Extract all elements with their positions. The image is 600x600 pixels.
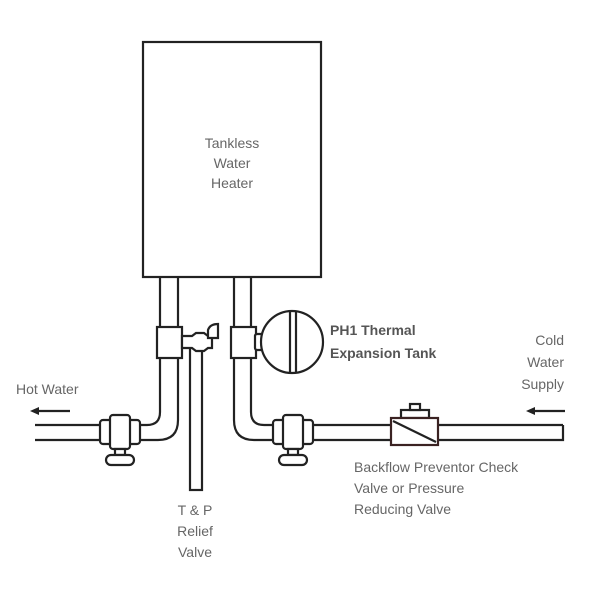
relief-label-2: Relief [177,523,213,539]
heater-label-1: Tankless [205,135,259,151]
cold-label-1: Cold [535,332,564,348]
hot-pipe-coupling [155,325,184,360]
cold-label-3: Supply [521,376,564,392]
heater-label-3: Heater [211,175,253,191]
cold-water-arrow-icon [526,407,565,415]
relief-label-3: Valve [178,544,212,560]
backflow-label-2: Valve or Pressure [354,480,464,496]
tp-relief-valve [180,322,220,492]
hot-shutoff-valve [98,413,142,467]
cold-shutoff-valve [271,413,315,467]
water-heater-box [141,40,323,279]
cold-label-2: Water [527,354,564,370]
tank-label-1: PH1 Thermal [330,322,416,338]
tank-label-2: Expansion Tank [330,345,437,361]
heater-label-2: Water [214,155,251,171]
hot-water-arrow-icon [30,407,70,415]
hot-water-label: Hot Water [16,381,79,397]
expansion-tank [253,309,325,375]
relief-label-1: T & P [178,502,213,518]
cold-water-pipe [232,277,565,442]
cold-pipe-coupling [229,325,258,360]
backflow-label-1: Backflow Preventor Check [354,459,519,475]
backflow-label-3: Reducing Valve [354,501,451,517]
backflow-preventer-valve [389,402,440,447]
hot-water-pipe [35,277,180,442]
